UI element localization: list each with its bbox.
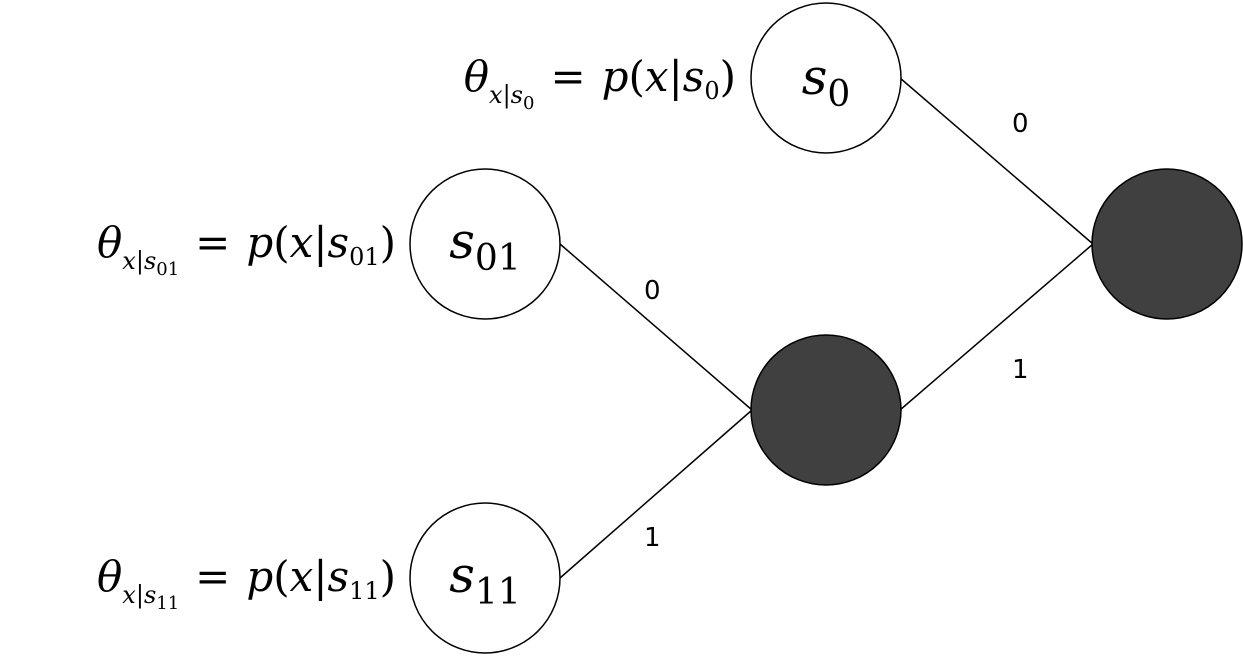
eq-s11-sub-s: s <box>144 581 156 609</box>
eq-s01-index: 01 <box>349 243 380 271</box>
eq-s11-bar: | <box>313 552 327 601</box>
eq-s0-theta: θ <box>464 52 489 101</box>
eq-s0-index: 0 <box>704 77 719 105</box>
eq-s01-p: p <box>246 218 273 267</box>
leaf-index-s11: 11 <box>475 572 521 613</box>
eq-s0-sub-s: s <box>511 81 523 109</box>
eq-s11-theta: θ <box>97 552 122 601</box>
eq-s11-p: p <box>246 552 273 601</box>
equation-s0: θx|s0=p(x|s0) <box>464 52 736 114</box>
eq-s0-equals: = <box>550 52 585 101</box>
eq-s0-s: s <box>683 52 705 101</box>
leaf-label-s0: s0 <box>802 48 851 115</box>
eq-s0-close-paren: ) <box>720 52 736 101</box>
edge-label-root-to-inner: 1 <box>1012 355 1029 385</box>
eq-s01-open-paren: ( <box>273 218 289 267</box>
leaf-var-s0: s <box>802 48 828 106</box>
leaf-circle-s0 <box>750 2 902 154</box>
eq-s01-sub-index: 01 <box>156 259 179 280</box>
eq-s01-sub-bar: | <box>136 247 144 276</box>
eq-s0-sub-x: x <box>489 81 503 109</box>
edge-label-root-to-s0: 0 <box>1012 109 1029 139</box>
leaf-node-s01: s01 <box>409 168 561 320</box>
leaf-circle-s01 <box>409 168 561 320</box>
edge-inner-to-s01 <box>559 243 753 411</box>
eq-s11-equals: = <box>195 552 230 601</box>
eq-s0-sub-bar: | <box>503 81 511 110</box>
equation-s01: θx|s01=p(x|s01) <box>97 218 396 280</box>
eq-s11-sub-x: x <box>122 581 136 609</box>
eq-s01-close-paren: ) <box>380 218 396 267</box>
eq-s11-x: x <box>290 552 314 601</box>
eq-s01-x: x <box>290 218 314 267</box>
eq-s11-index: 11 <box>349 577 380 605</box>
leaf-index-s0: 0 <box>827 74 850 115</box>
eq-s01-sub-x: x <box>122 247 136 275</box>
equation-s11: θx|s11=p(x|s11) <box>97 552 396 614</box>
root-node <box>1091 168 1243 320</box>
eq-s11-sub-bar: | <box>136 581 144 610</box>
edge-root-to-s0 <box>899 77 1094 245</box>
eq-s01-theta: θ <box>97 218 122 267</box>
edge-label-inner-to-s01: 0 <box>644 276 661 306</box>
eq-s11-close-paren: ) <box>380 552 396 601</box>
eq-s01-s: s <box>328 218 350 267</box>
edge-root-to-inner <box>899 243 1094 411</box>
eq-s0-open-paren: ( <box>629 52 645 101</box>
edge-inner-to-s11 <box>559 409 753 579</box>
leaf-var-s01: s <box>449 212 475 270</box>
eq-s11-sub-index: 11 <box>156 593 179 614</box>
eq-s11-s: s <box>328 552 350 601</box>
leaf-node-s11: s11 <box>409 502 561 654</box>
eq-s01-bar: | <box>313 218 327 267</box>
eq-s01-sub-s: s <box>144 247 156 275</box>
leaf-node-s0: s0 <box>750 2 902 154</box>
leaf-label-s01: s01 <box>449 212 520 279</box>
eq-s0-x: x <box>645 52 669 101</box>
leaf-index-s01: 01 <box>475 238 521 279</box>
eq-s0-p: p <box>602 52 629 101</box>
leaf-circle-s11 <box>409 502 561 654</box>
eq-s0-bar: | <box>669 52 683 101</box>
internal-node <box>750 334 902 486</box>
eq-s11-open-paren: ( <box>273 552 289 601</box>
edge-label-inner-to-s11: 1 <box>644 523 661 553</box>
leaf-label-s11: s11 <box>449 546 520 613</box>
eq-s01-equals: = <box>195 218 230 267</box>
eq-s0-sub-index: 0 <box>523 93 534 114</box>
leaf-var-s11: s <box>449 546 475 604</box>
